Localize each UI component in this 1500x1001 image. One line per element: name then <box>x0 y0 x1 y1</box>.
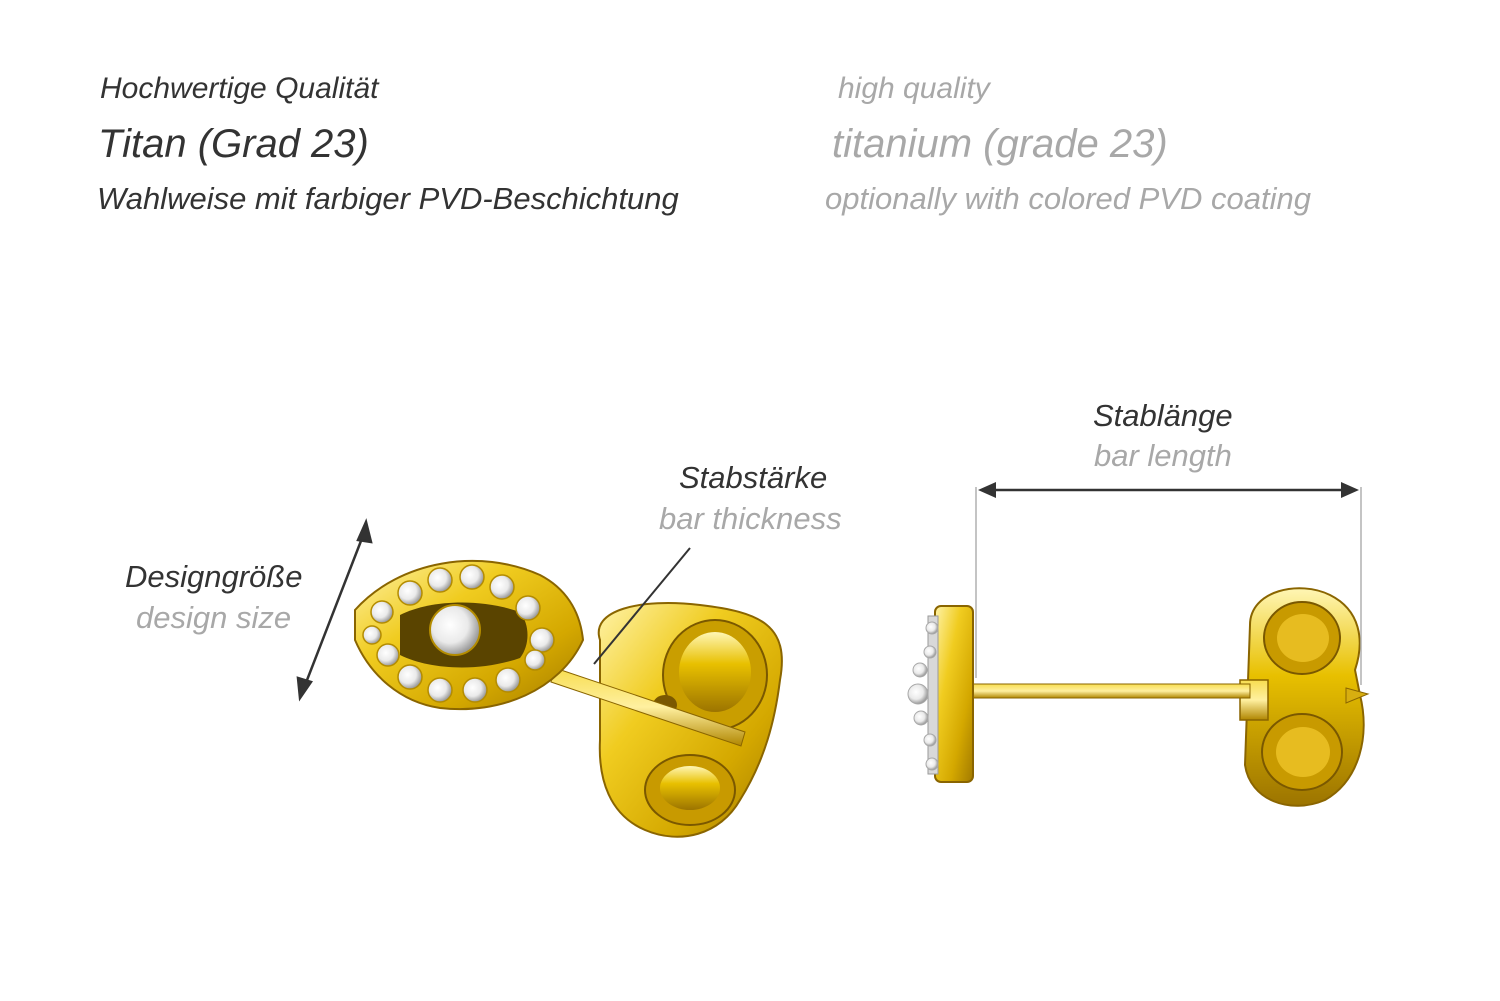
heading-coating-de: Wahlweise mit farbiger PVD-Beschichtung <box>97 181 679 216</box>
bar-thickness-label-en: bar thickness <box>659 501 842 536</box>
left-butterfly-back <box>597 602 783 838</box>
heading-coating-en: optionally with colored PVD coating <box>825 181 1311 216</box>
bar-length-dimension <box>975 482 1362 685</box>
right-earring <box>907 587 1370 807</box>
right-butterfly-back <box>1239 587 1370 807</box>
design-size-label-de: Designgröße <box>125 559 303 594</box>
bar-thickness-label-de: Stabstärke <box>679 460 828 495</box>
right-head <box>907 605 974 783</box>
bar-length-label-en: bar length <box>1094 438 1232 473</box>
bar-length-label-de: Stablänge <box>1093 398 1233 433</box>
left-earring <box>354 559 783 838</box>
design-size-arrow <box>296 518 373 702</box>
center-stone <box>429 604 481 656</box>
heading-quality-en: high quality <box>838 72 990 105</box>
design-size-label-en: design size <box>136 600 292 635</box>
heading-material-en: titanium (grade 23) <box>832 122 1168 166</box>
heading-material-de: Titan (Grad 23) <box>98 122 369 166</box>
left-eye-head <box>354 559 585 711</box>
right-bar <box>969 683 1251 699</box>
bar-thickness-leader <box>593 547 691 665</box>
heading-quality-de: Hochwertige Qualität <box>100 72 379 105</box>
